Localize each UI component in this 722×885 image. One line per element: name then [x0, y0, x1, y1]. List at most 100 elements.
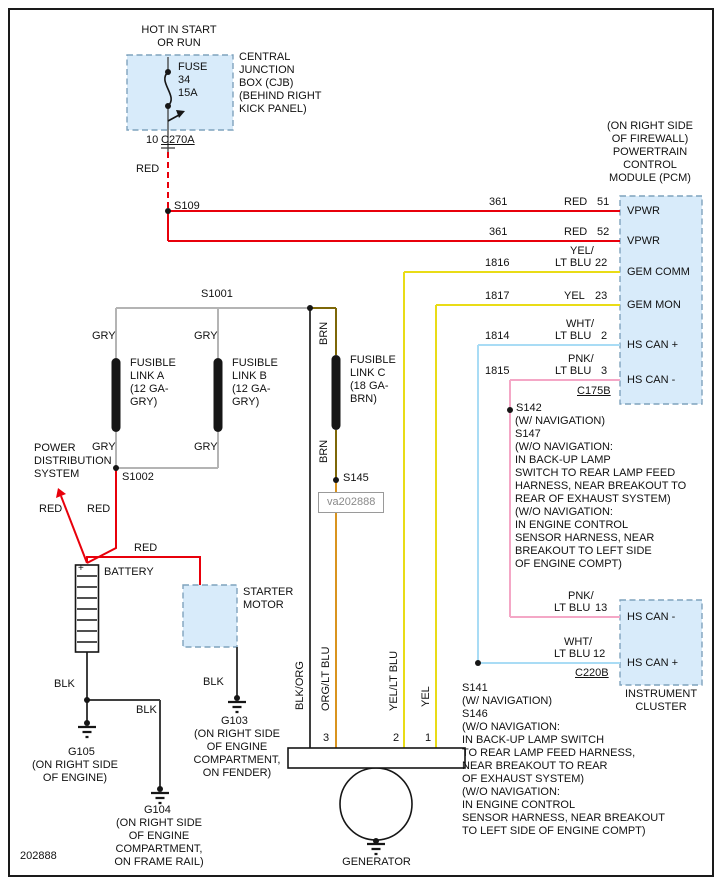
- pcm-signal-vpwr-2: VPWR: [627, 235, 660, 247]
- battery-symbol: [74, 564, 100, 653]
- splice-s1001-label: S1001: [201, 288, 233, 300]
- fusible-link-c-label: FUSIBLE LINK C (18 GA- BRN): [350, 354, 396, 405]
- ground-g105-icon: [78, 725, 96, 739]
- cjb-pin-number: 10: [146, 134, 159, 146]
- wire-color-red-52: RED: [564, 226, 588, 238]
- fuse-label: FUSE 34 15A: [178, 61, 208, 99]
- cjb-box: [126, 54, 234, 131]
- pcm-location-label: (ON RIGHT SIDE OF FIREWALL) POWERTRAIN C…: [607, 120, 693, 184]
- black-ground-wires: [86, 647, 377, 842]
- hot-in-start-label: HOT IN START OR RUN: [141, 24, 217, 49]
- circuit-1814: 1814: [485, 330, 510, 342]
- wire-color-org-ltblu: ORG/LT BLU: [320, 646, 332, 711]
- pcm-pin-2: 2: [601, 330, 608, 342]
- ground-g103-label: G103: [221, 715, 248, 727]
- wire-color-brn-top: BRN: [318, 321, 330, 345]
- wire-color-red-pds: RED: [39, 503, 63, 515]
- ground-g103-location: (ON RIGHT SIDE OF ENGINE COMPARTMENT, ON…: [193, 728, 281, 779]
- wire-color-red-feed: RED: [87, 503, 111, 515]
- cluster-signal-hs-can-minus: HS CAN -: [627, 611, 676, 623]
- cjb-label: CENTRAL JUNCTION BOX (CJB) (BEHIND RIGHT…: [239, 51, 322, 115]
- wire-gem-comm: [403, 271, 620, 748]
- wire-color-yel-23: YEL: [564, 290, 585, 302]
- wire-color-yel: YEL: [420, 686, 432, 707]
- generator-pin-2: 2: [393, 732, 400, 744]
- wire-gem-mon: [435, 304, 620, 748]
- wire-color-ltblu-12: LT BLU: [554, 648, 591, 660]
- circuit-361-b: 361: [489, 226, 508, 238]
- pcm-pin-23: 23: [595, 290, 608, 302]
- wire-red-pds-branch: [60, 495, 88, 564]
- splice-s142-label: S142: [516, 402, 542, 414]
- pcm-pin-52: 52: [597, 226, 610, 238]
- wire-color-gry-a-top: GRY: [92, 330, 116, 342]
- gray-fusible-link-wires: [115, 307, 310, 469]
- pcm-pin-22: 22: [595, 257, 608, 269]
- ground-g104-icon: [151, 791, 169, 805]
- ground-generator-icon: [367, 842, 385, 856]
- page-border: [8, 8, 714, 877]
- fusible-link-b-symbol: [213, 358, 223, 432]
- ground-g104-label: G104: [144, 804, 171, 816]
- wire-color-red-starter: RED: [134, 542, 158, 554]
- generator-pin-1: 1: [425, 732, 432, 744]
- wire-color-brn-bottom: BRN: [318, 439, 330, 463]
- fusible-link-b-label: FUSIBLE LINK B (12 GA- GRY): [232, 357, 278, 408]
- pcm-signal-vpwr-1: VPWR: [627, 205, 660, 217]
- wire-color-wht-slash-12: WHT/: [564, 636, 593, 648]
- diagram-number: 202888: [20, 850, 57, 862]
- wire-hs-can-plus: [477, 344, 620, 664]
- wire-color-blk-org: BLK/ORG: [294, 661, 306, 710]
- cluster-pin-13: 13: [595, 602, 608, 614]
- battery-label: BATTERY: [104, 566, 154, 578]
- fuse-output-arrow-line: [167, 114, 180, 122]
- generator-label: GENERATOR: [342, 856, 411, 868]
- circuit-1816: 1816: [485, 257, 510, 269]
- circuit-1817: 1817: [485, 290, 510, 302]
- wire-color-gry-b-bottom: GRY: [194, 441, 218, 453]
- splice-s141-label: S141: [462, 682, 488, 694]
- pcm-signal-gem-comm: GEM COMM: [627, 266, 690, 278]
- brown-wires: [310, 307, 337, 480]
- power-distribution-label: POWER DISTRIBUTION SYSTEM: [34, 442, 112, 480]
- generator-pin-3: 3: [323, 732, 330, 744]
- fusible-link-a-label: FUSIBLE LINK A (12 GA- GRY): [130, 357, 176, 408]
- splice-s109-label: S109: [174, 200, 200, 212]
- pcm-signal-gem-mon: GEM MON: [627, 299, 681, 311]
- fusible-link-a-symbol: [111, 358, 121, 432]
- ground-g103-icon: [228, 700, 246, 714]
- connector-c270a-label: C270A: [161, 134, 195, 146]
- wire-hs-can-minus: [509, 379, 620, 618]
- splice-junction-dots: [84, 69, 513, 844]
- wire-color-red-cjb: RED: [136, 163, 160, 175]
- yellow-wires: [403, 271, 620, 748]
- wire-color-gry-b-top: GRY: [194, 330, 218, 342]
- instrument-cluster-box: [619, 599, 703, 686]
- wire-color-blk-frame: BLK: [136, 704, 157, 716]
- splice-s142-note: (W/ NAVIGATION) S147 (W/O NAVIGATION: IN…: [515, 415, 687, 570]
- connector-c175b-label: C175B: [577, 385, 611, 397]
- wire-color-red-51: RED: [564, 196, 588, 208]
- wire-color-ltblu-13: LT BLU: [554, 602, 591, 614]
- pcm-signal-hs-can-minus: HS CAN -: [627, 374, 676, 386]
- circuit-361-a: 361: [489, 196, 508, 208]
- wire-color-pnk-slash-13: PNK/: [568, 590, 594, 602]
- wire-color-pnk-slash: PNK/: [568, 353, 594, 365]
- splice-s1002-label: S1002: [122, 471, 154, 483]
- wire-color-ltblu-22: LT BLU: [555, 257, 592, 269]
- wire-red-starter-branch: [86, 556, 201, 585]
- generator-symbol: [287, 747, 466, 841]
- fuse-element-icon: [164, 71, 172, 107]
- pcm-box: [619, 195, 703, 405]
- fuse-output-arrow-icon: [176, 110, 185, 118]
- pcm-signal-hs-can-plus: HS CAN +: [627, 339, 679, 351]
- starter-motor-label: STARTER MOTOR: [243, 586, 294, 611]
- wire-color-ltblu-3: LT BLU: [555, 365, 592, 377]
- ground-g104-location: (ON RIGHT SIDE OF ENGINE COMPARTMENT, ON…: [114, 817, 204, 868]
- cluster-signal-hs-can-plus: HS CAN +: [627, 657, 679, 669]
- splice-s141-note: (W/ NAVIGATION) S146 (W/O NAVIGATION: IN…: [462, 695, 665, 837]
- power-distribution-arrow: [56, 488, 66, 498]
- wire-color-gry-a-bottom: GRY: [92, 441, 116, 453]
- instrument-cluster-label: INSTRUMENT CLUSTER: [624, 688, 698, 713]
